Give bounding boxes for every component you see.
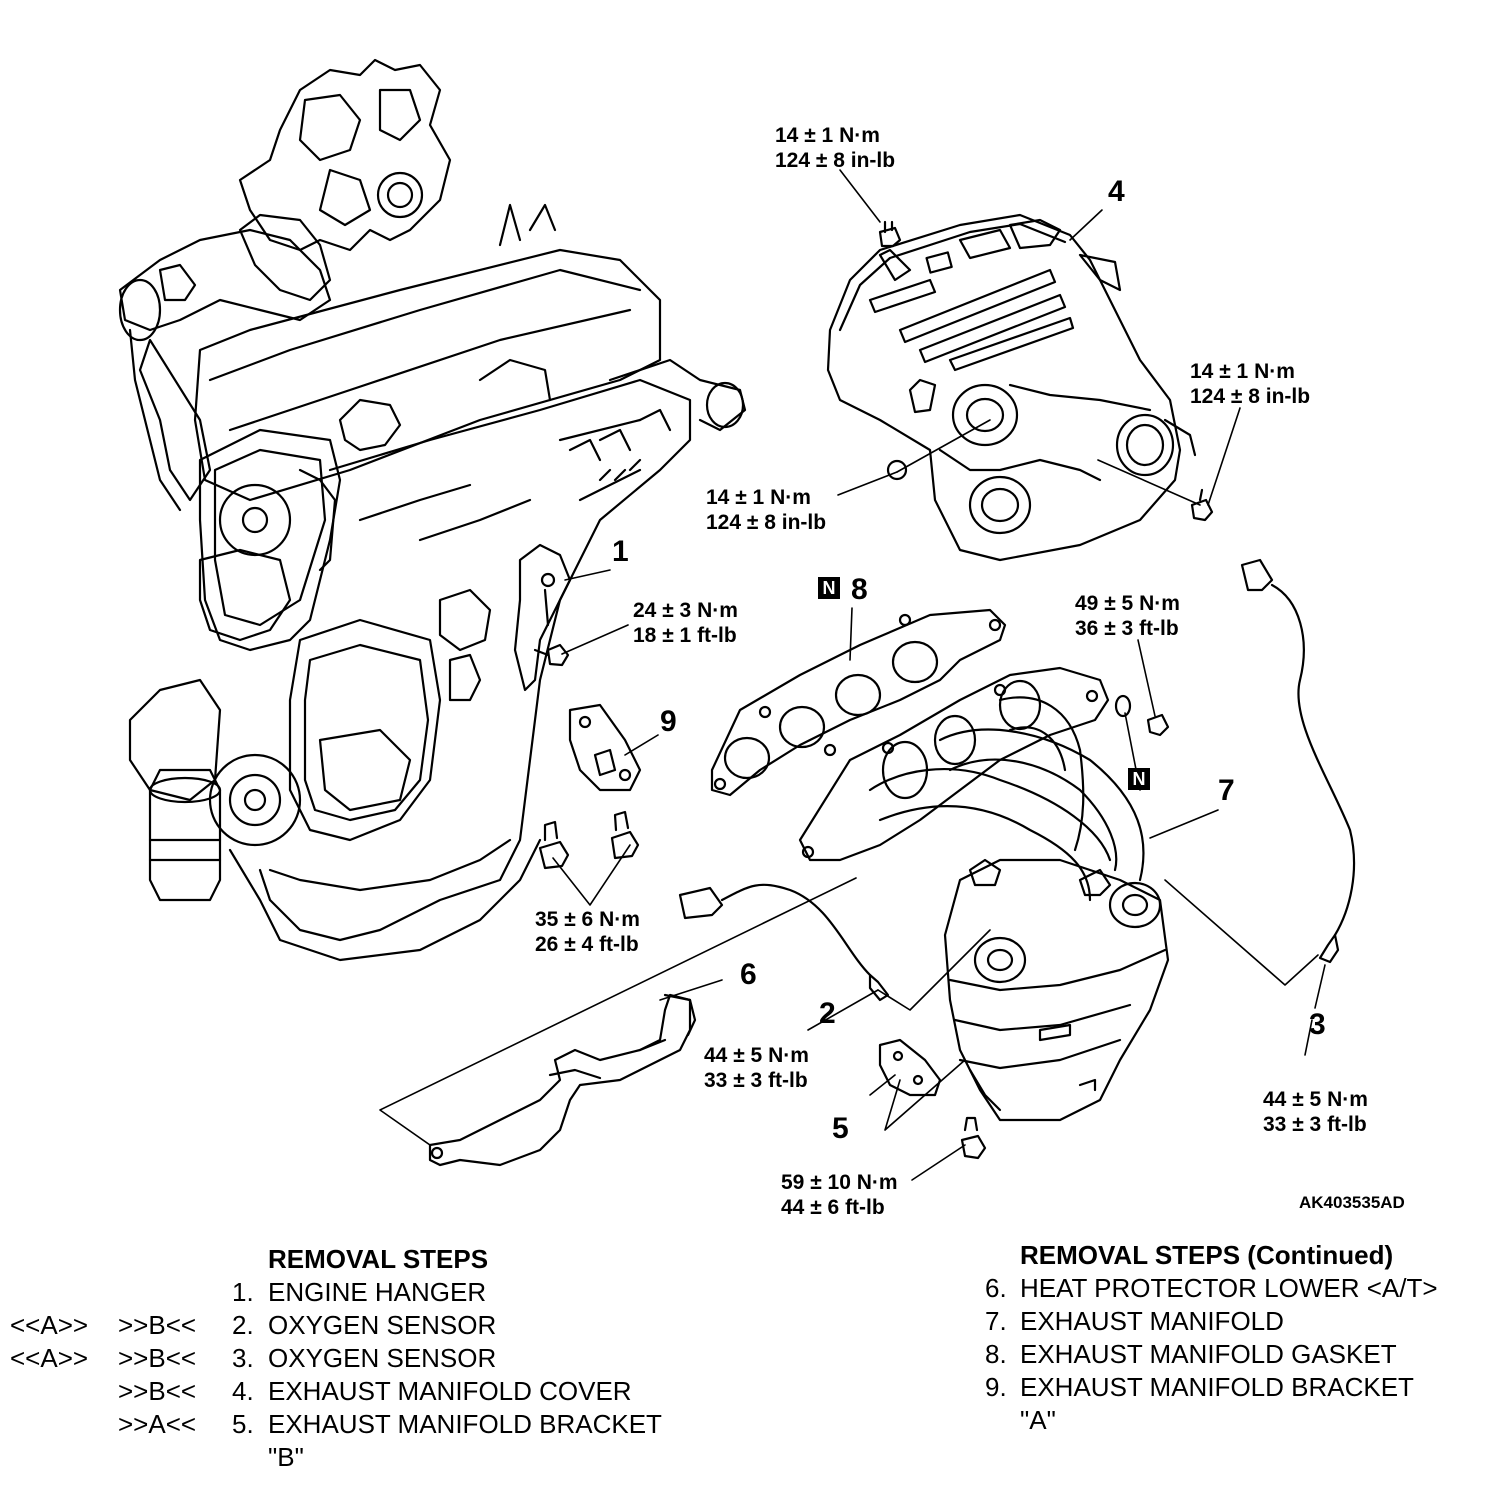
torque-imperial: 33 ± 3 ft-lb	[1263, 1113, 1367, 1136]
torque-imperial: 18 ± 1 ft-lb	[633, 624, 737, 647]
step-item: >>B<< 4. EXHAUST MANIFOLD COVER	[10, 1375, 730, 1408]
replace-part-badge: N	[1128, 768, 1150, 790]
step-item: <<A>> >>B<< 3. OXYGEN SENSOR	[10, 1342, 730, 1375]
step-item: >>A<< 5. EXHAUST MANIFOLD BRACKET	[10, 1408, 730, 1441]
torque-imperial: 124 ± 8 in-lb	[706, 511, 827, 534]
service-note-b: >>B<<	[118, 1343, 197, 1373]
step-number: 4.	[232, 1376, 254, 1406]
callout-7: 7	[1218, 774, 1235, 807]
callout-8: 8	[851, 573, 868, 606]
torque-imperial: 44 ± 6 ft-lb	[781, 1196, 885, 1219]
step-number: 7.	[985, 1306, 1007, 1336]
callout-5: 5	[832, 1112, 849, 1145]
step-item: "B"	[10, 1441, 730, 1474]
replace-part-badge: N	[818, 577, 840, 599]
torque-spec-cover-top: 14 ± 1 N·m 124 ± 8 in-lb	[775, 123, 895, 173]
torque-nm: 14 ± 1 N·m	[1190, 360, 1295, 383]
service-note-a: <<A>>	[10, 1310, 89, 1340]
step-item: <<A>> >>B<< 2. OXYGEN SENSOR	[10, 1309, 730, 1342]
torque-nm: 59 ± 10 N·m	[781, 1171, 898, 1194]
torque-spec-cover-right: 14 ± 1 N·m 124 ± 8 in-lb	[1190, 359, 1310, 409]
torque-nm: 14 ± 1 N·m	[775, 124, 880, 147]
exhaust-manifold-gasket-illustration	[710, 608, 1007, 797]
engine-illustration	[118, 58, 747, 962]
step-number: 2.	[232, 1310, 254, 1340]
step-text: OXYGEN SENSOR	[268, 1343, 497, 1373]
torque-nm: 24 ± 3 N·m	[633, 599, 738, 622]
callout-9: 9	[660, 705, 677, 738]
leader-lines	[379, 169, 1326, 1181]
oxygen-sensor-2-illustration	[678, 883, 890, 1002]
step-item: 1. ENGINE HANGER	[10, 1276, 730, 1309]
service-note-b: >>A<<	[118, 1409, 197, 1439]
service-note-b: >>B<<	[118, 1310, 197, 1340]
step-item: 7. EXHAUST MANIFOLD	[985, 1305, 1495, 1338]
torque-imperial: 124 ± 8 in-lb	[775, 149, 896, 172]
removal-steps-right: REMOVAL STEPS (Continued) 6. HEAT PROTEC…	[985, 1239, 1495, 1437]
step-number: 9.	[985, 1372, 1007, 1402]
torque-spec-oxygen-sensor-2: 44 ± 5 N·m 33 ± 3 ft-lb	[704, 1043, 809, 1093]
callout-1: 1	[612, 535, 629, 568]
torque-imperial: 36 ± 3 ft-lb	[1075, 617, 1179, 640]
callout-4: 4	[1108, 175, 1125, 208]
torque-nm: 35 ± 6 N·m	[535, 908, 640, 931]
removal-steps-left: REMOVAL STEPS 1. ENGINE HANGER <<A>> >>B…	[10, 1243, 730, 1474]
service-note-a: <<A>>	[10, 1343, 89, 1373]
step-text: ENGINE HANGER	[268, 1277, 487, 1307]
step-text: EXHAUST MANIFOLD GASKET	[1020, 1339, 1397, 1369]
torque-nm: 49 ± 5 N·m	[1075, 592, 1180, 615]
service-note-b: >>B<<	[118, 1376, 197, 1406]
step-number: 3.	[232, 1343, 254, 1373]
torque-spec-bracket-a: 35 ± 6 N·m 26 ± 4 ft-lb	[535, 907, 640, 957]
torque-nm: 44 ± 5 N·m	[1263, 1088, 1368, 1111]
torque-spec-bracket-b: 59 ± 10 N·m 44 ± 6 ft-lb	[781, 1170, 898, 1220]
exhaust-manifold-illustration	[798, 666, 1170, 1122]
nut-washer-illustration	[1114, 694, 1170, 737]
torque-spec-oxygen-sensor-3: 44 ± 5 N·m 33 ± 3 ft-lb	[1263, 1087, 1368, 1137]
callout-3: 3	[1309, 1008, 1326, 1041]
step-text: EXHAUST MANIFOLD COVER	[268, 1376, 632, 1406]
torque-imperial: 33 ± 3 ft-lb	[704, 1069, 808, 1092]
step-number: 6.	[985, 1273, 1007, 1303]
torque-nm: 44 ± 5 N·m	[704, 1044, 809, 1067]
torque-spec-manifold-nut: 49 ± 5 N·m 36 ± 3 ft-lb	[1075, 591, 1180, 641]
step-text: EXHAUST MANIFOLD BRACKET	[268, 1409, 662, 1439]
figure-id: AK403535AD	[1299, 1193, 1405, 1212]
step-item: 8. EXHAUST MANIFOLD GASKET	[985, 1338, 1495, 1371]
heat-protector-lower-illustration	[428, 993, 697, 1167]
callout-2: 2	[819, 997, 836, 1030]
step-text: HEAT PROTECTOR LOWER <A/T>	[1020, 1273, 1438, 1303]
exhaust-manifold-bracket-b-illustration	[878, 1038, 987, 1160]
step-item: 9. EXHAUST MANIFOLD BRACKET	[985, 1371, 1495, 1404]
torque-spec-cover-left: 14 ± 1 N·m 124 ± 8 in-lb	[706, 485, 826, 535]
torque-spec-engine-hanger: 24 ± 3 N·m 18 ± 1 ft-lb	[633, 598, 738, 648]
step-text: "B"	[268, 1442, 304, 1472]
torque-nm: 14 ± 1 N·m	[706, 486, 811, 509]
step-item: 6. HEAT PROTECTOR LOWER <A/T>	[985, 1272, 1495, 1305]
exhaust-manifold-cover-illustration	[826, 213, 1214, 562]
step-text: EXHAUST MANIFOLD BRACKET	[1020, 1372, 1414, 1402]
oxygen-sensor-3-illustration	[1240, 558, 1356, 964]
removal-steps-heading: REMOVAL STEPS	[268, 1244, 489, 1274]
torque-imperial: 26 ± 4 ft-lb	[535, 933, 639, 956]
torque-imperial: 124 ± 8 in-lb	[1190, 385, 1311, 408]
callout-6: 6	[740, 958, 757, 991]
step-text: "A"	[1020, 1405, 1056, 1435]
step-number: 5.	[232, 1409, 254, 1439]
step-number: 8.	[985, 1339, 1007, 1369]
step-item: "A"	[985, 1404, 1495, 1437]
step-text: OXYGEN SENSOR	[268, 1310, 497, 1340]
removal-steps-heading-continued: REMOVAL STEPS (Continued)	[1020, 1240, 1394, 1270]
step-number: 1.	[232, 1277, 254, 1307]
step-text: EXHAUST MANIFOLD	[1020, 1306, 1284, 1336]
